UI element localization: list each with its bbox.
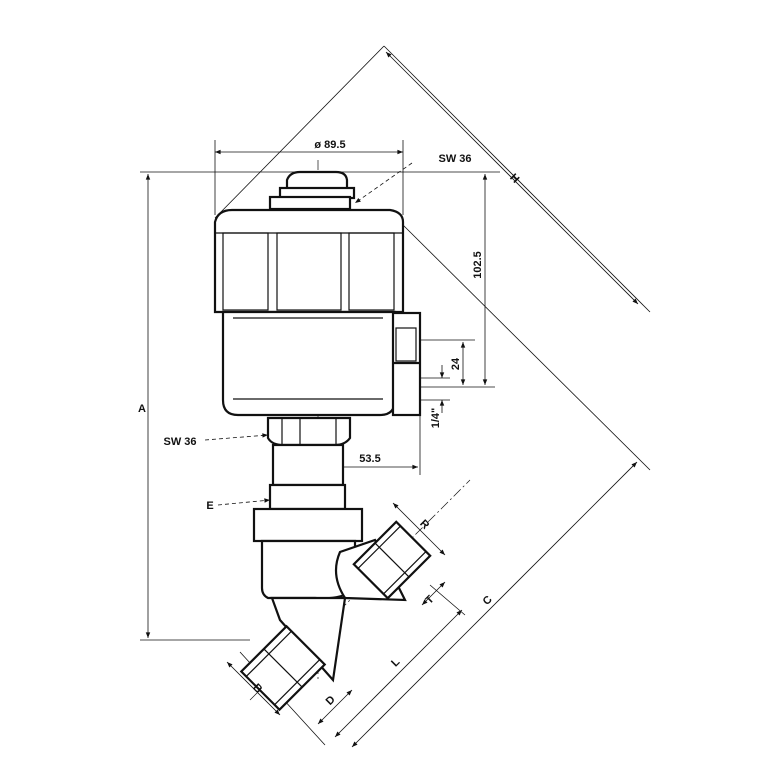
outlet-port	[352, 520, 432, 600]
label-C: C	[481, 594, 495, 608]
actuator-body	[221, 310, 422, 417]
label-H: H	[507, 172, 521, 186]
label-E: E	[206, 500, 213, 512]
label-A: A	[138, 403, 146, 415]
label-T: T	[423, 593, 436, 606]
label-sw36-top: SW 36	[438, 153, 471, 165]
inlet-port	[239, 624, 327, 712]
dimension-lines	[145, 51, 639, 748]
label-53-5: 53.5	[359, 453, 380, 465]
label-24: 24	[450, 357, 462, 370]
label-quarter-inch: 1/4"	[430, 408, 442, 429]
stem-tube	[271, 443, 345, 487]
actuator-head	[213, 170, 405, 314]
label-L: L	[389, 656, 402, 669]
label-D: D	[324, 694, 338, 708]
label-102-5: 102.5	[472, 251, 484, 279]
label-diameter: ø 89.5	[314, 139, 345, 151]
collar-E	[268, 483, 347, 511]
hex-nut	[266, 416, 352, 447]
label-sw36-left: SW 36	[163, 436, 196, 448]
